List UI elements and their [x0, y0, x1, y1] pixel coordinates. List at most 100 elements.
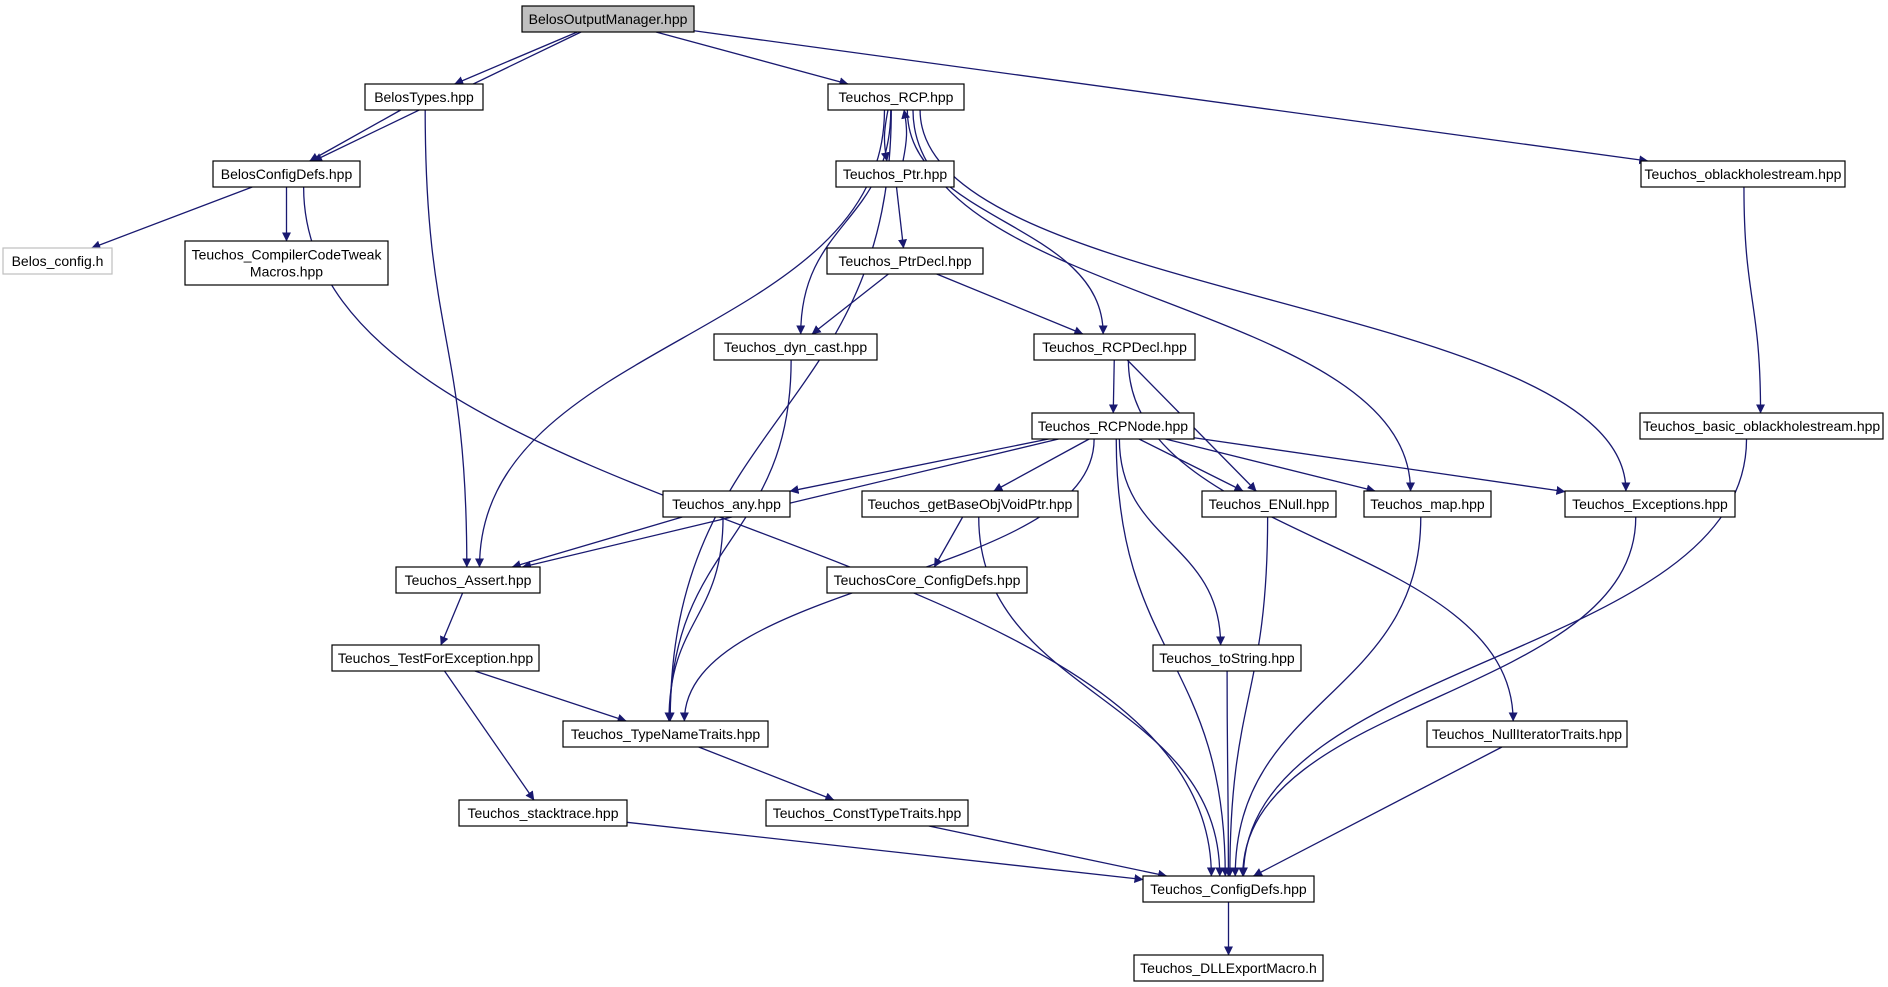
edge-teuchos-rcp-to-teuchos-typenametraits [665, 109, 892, 722]
edge-teuchos-stacktrace-to-teuchos-configdefs [626, 821, 1144, 884]
node-teuchos-map[interactable]: Teuchos_map.hpp [1363, 490, 1492, 518]
edge-belosconfigdefs-to-belos-config [91, 186, 253, 250]
node-teuchoscore-configdefs[interactable]: TeuchosCore_ConfigDefs.hpp [826, 566, 1028, 594]
node-teuchos-testforexception-box [331, 644, 540, 672]
edge-teuchos-nulliteratortraits-to-teuchos-configdefs [1253, 746, 1503, 877]
edge-teuchos-dyn-cast-to-teuchos-typenametraits [665, 359, 792, 722]
node-teuchos-enull-box [1201, 490, 1337, 518]
node-teuchos-enull[interactable]: Teuchos_ENull.hpp [1201, 490, 1337, 518]
node-teuchos-ptr[interactable]: Teuchos_Ptr.hpp [835, 160, 955, 188]
node-teuchos-ptrdecl[interactable]: Teuchos_PtrDecl.hpp [826, 247, 984, 275]
node-teuchos-rcp-label: Teuchos_RCP.hpp [839, 89, 954, 105]
node-teuchos-dyn-cast[interactable]: Teuchos_dyn_cast.hpp [713, 333, 878, 361]
node-teuchos-rcpdecl-label: Teuchos_RCPDecl.hpp [1042, 339, 1187, 355]
edge-teuchos-enull-to-teuchos-configdefs [1225, 516, 1269, 877]
node-teuchos-exceptions-box [1564, 490, 1736, 518]
edge-teuchos-ptrdecl-to-teuchos-dyn-cast [811, 273, 889, 335]
node-teuchos-configdefs[interactable]: Teuchos_ConfigDefs.hpp [1142, 875, 1315, 903]
node-belosconfigdefs-label: BelosConfigDefs.hpp [221, 166, 353, 182]
node-teuchos-consttypetraits-label: Teuchos_ConstTypeTraits.hpp [773, 805, 962, 821]
node-teuchos-stacktrace[interactable]: Teuchos_stacktrace.hpp [458, 799, 628, 827]
node-teuchos-testforexception-label: Teuchos_TestForException.hpp [338, 650, 534, 666]
edge-teuchos-ptrdecl-to-teuchos-rcpdecl [936, 273, 1084, 335]
edge-teuchos-rcpdecl-to-teuchos-rcpnode [1108, 359, 1118, 414]
edge-teuchos-rcp-to-teuchos-exceptions [919, 109, 1631, 492]
node-teuchos-dllexportmacro-label: Teuchos_DLLExportMacro.h [1140, 960, 1317, 976]
edge-teuchos-consttypetraits-to-teuchos-configdefs [928, 825, 1168, 879]
node-belos-config[interactable]: Belos_config.h [2, 247, 113, 275]
node-teuchos-map-box [1363, 490, 1492, 518]
node-teuchos-testforexception[interactable]: Teuchos_TestForException.hpp [331, 644, 540, 672]
node-belosoutputmanager-box [521, 5, 695, 33]
node-teuchos-any[interactable]: Teuchos_any.hpp [662, 490, 791, 518]
node-teuchos-dllexportmacro-box [1133, 954, 1324, 982]
edge-teuchos-rcp-to-teuchos-assert [475, 109, 886, 568]
node-teuchos-nulliteratortraits[interactable]: Teuchos_NullIteratorTraits.hpp [1426, 720, 1628, 748]
node-teuchos-basic-oblackholestream[interactable]: Teuchos_basic_oblackholestream.hpp [1639, 412, 1884, 440]
edge-teuchos-testforexception-to-teuchos-typenametraits [474, 670, 627, 723]
node-belostypes-label: BelosTypes.hpp [374, 89, 474, 105]
node-belos-config-box [2, 247, 113, 275]
node-teuchos-typenametraits-label: Teuchos_TypeNameTraits.hpp [571, 726, 761, 742]
edge-teuchos-rcp-to-teuchos-ptr [880, 109, 890, 162]
node-teuchos-ptr-box [835, 160, 955, 188]
node-teuchos-basic-oblackholestream-box [1639, 412, 1884, 440]
edge-teuchos-rcpnode-to-teuchos-getbaseobjvoidptr [993, 438, 1090, 492]
node-teuchos-rcpnode[interactable]: Teuchos_RCPNode.hpp [1031, 412, 1195, 440]
node-teuchos-ptrdecl-box [826, 247, 984, 275]
node-teuchos-assert-box [395, 566, 541, 594]
node-teuchos-tostring-label: Teuchos_toString.hpp [1159, 650, 1295, 666]
node-teuchos-configdefs-label: Teuchos_ConfigDefs.hpp [1150, 881, 1307, 897]
node-teuchoscore-configdefs-box [826, 566, 1028, 594]
node-teuchos-getbaseobjvoidptr[interactable]: Teuchos_getBaseObjVoidPtr.hpp [861, 490, 1079, 518]
edge-teuchos-rcp-to-teuchos-dyn-cast [796, 109, 892, 335]
node-teuchos-ptrdecl-label: Teuchos_PtrDecl.hpp [838, 253, 971, 269]
edge-teuchos-rcp-to-teuchos-rcpdecl [906, 109, 1108, 335]
node-teuchos-exceptions[interactable]: Teuchos_Exceptions.hpp [1564, 490, 1736, 518]
edge-teuchos-typenametraits-to-teuchos-consttypetraits [698, 746, 835, 802]
edge-teuchos-rcpnode-to-teuchos-map [1165, 438, 1376, 494]
node-teuchos-oblackholestream-box [1640, 160, 1846, 188]
node-teuchoscore-configdefs-label: TeuchosCore_ConfigDefs.hpp [834, 572, 1021, 588]
edge-teuchos-exceptions-to-teuchos-configdefs [1238, 516, 1637, 877]
node-belostypes[interactable]: BelosTypes.hpp [364, 83, 484, 111]
node-teuchos-oblackholestream-label: Teuchos_oblackholestream.hpp [1645, 166, 1842, 182]
node-teuchos-compilercodetweakmacros-label: Macros.hpp [250, 264, 323, 280]
node-teuchos-nulliteratortraits-label: Teuchos_NullIteratorTraits.hpp [1432, 726, 1622, 742]
node-teuchos-compilercodetweakmacros-label: Teuchos_CompilerCodeTweak [192, 247, 383, 263]
edge-belostypes-to-belosconfigdefs [309, 109, 402, 162]
node-teuchos-dyn-cast-box [713, 333, 878, 361]
edge-teuchos-map-to-teuchos-configdefs [1230, 516, 1422, 877]
edge-teuchos-ptr-to-teuchos-rcp [901, 109, 911, 162]
node-teuchos-typenametraits[interactable]: Teuchos_TypeNameTraits.hpp [562, 720, 769, 748]
node-teuchos-configdefs-box [1142, 875, 1315, 903]
node-teuchos-tostring[interactable]: Teuchos_toString.hpp [1152, 644, 1302, 672]
node-teuchos-rcpdecl[interactable]: Teuchos_RCPDecl.hpp [1033, 333, 1196, 361]
node-belosoutputmanager-label: BelosOutputManager.hpp [529, 11, 688, 27]
edge-belosoutputmanager-to-belostypes [454, 31, 578, 85]
node-teuchos-assert-label: Teuchos_Assert.hpp [405, 572, 532, 588]
edge-belosoutputmanager-to-teuchos-oblackholestream [693, 30, 1649, 165]
node-teuchos-stacktrace-label: Teuchos_stacktrace.hpp [468, 805, 619, 821]
node-belosoutputmanager[interactable]: BelosOutputManager.hpp [521, 5, 695, 33]
node-teuchos-dllexportmacro[interactable]: Teuchos_DLLExportMacro.h [1133, 954, 1324, 982]
edge-belosoutputmanager-to-teuchos-rcp [655, 31, 849, 87]
edge-teuchos-basic-oblackholestream-to-teuchos-configdefs [1238, 438, 1748, 877]
edge-teuchos-assert-to-teuchos-testforexception [440, 592, 464, 646]
node-teuchos-oblackholestream[interactable]: Teuchos_oblackholestream.hpp [1640, 160, 1846, 188]
node-belosconfigdefs[interactable]: BelosConfigDefs.hpp [212, 160, 361, 188]
node-teuchos-dyn-cast-label: Teuchos_dyn_cast.hpp [724, 339, 867, 355]
node-teuchos-rcp[interactable]: Teuchos_RCP.hpp [827, 83, 965, 111]
edge-teuchos-tostring-to-teuchos-configdefs [1223, 670, 1233, 877]
node-teuchos-consttypetraits[interactable]: Teuchos_ConstTypeTraits.hpp [765, 799, 969, 827]
node-teuchos-getbaseobjvoidptr-box [861, 490, 1079, 518]
node-teuchos-map-label: Teuchos_map.hpp [1370, 496, 1485, 512]
node-teuchos-assert[interactable]: Teuchos_Assert.hpp [395, 566, 541, 594]
node-teuchos-ptr-label: Teuchos_Ptr.hpp [843, 166, 948, 182]
node-teuchos-compilercodetweakmacros-box [184, 240, 389, 286]
edge-teuchos-oblackholestream-to-teuchos-basic-oblackholestream [1743, 186, 1766, 414]
node-teuchos-any-label: Teuchos_any.hpp [672, 496, 781, 512]
node-teuchos-nulliteratortraits-box [1426, 720, 1628, 748]
